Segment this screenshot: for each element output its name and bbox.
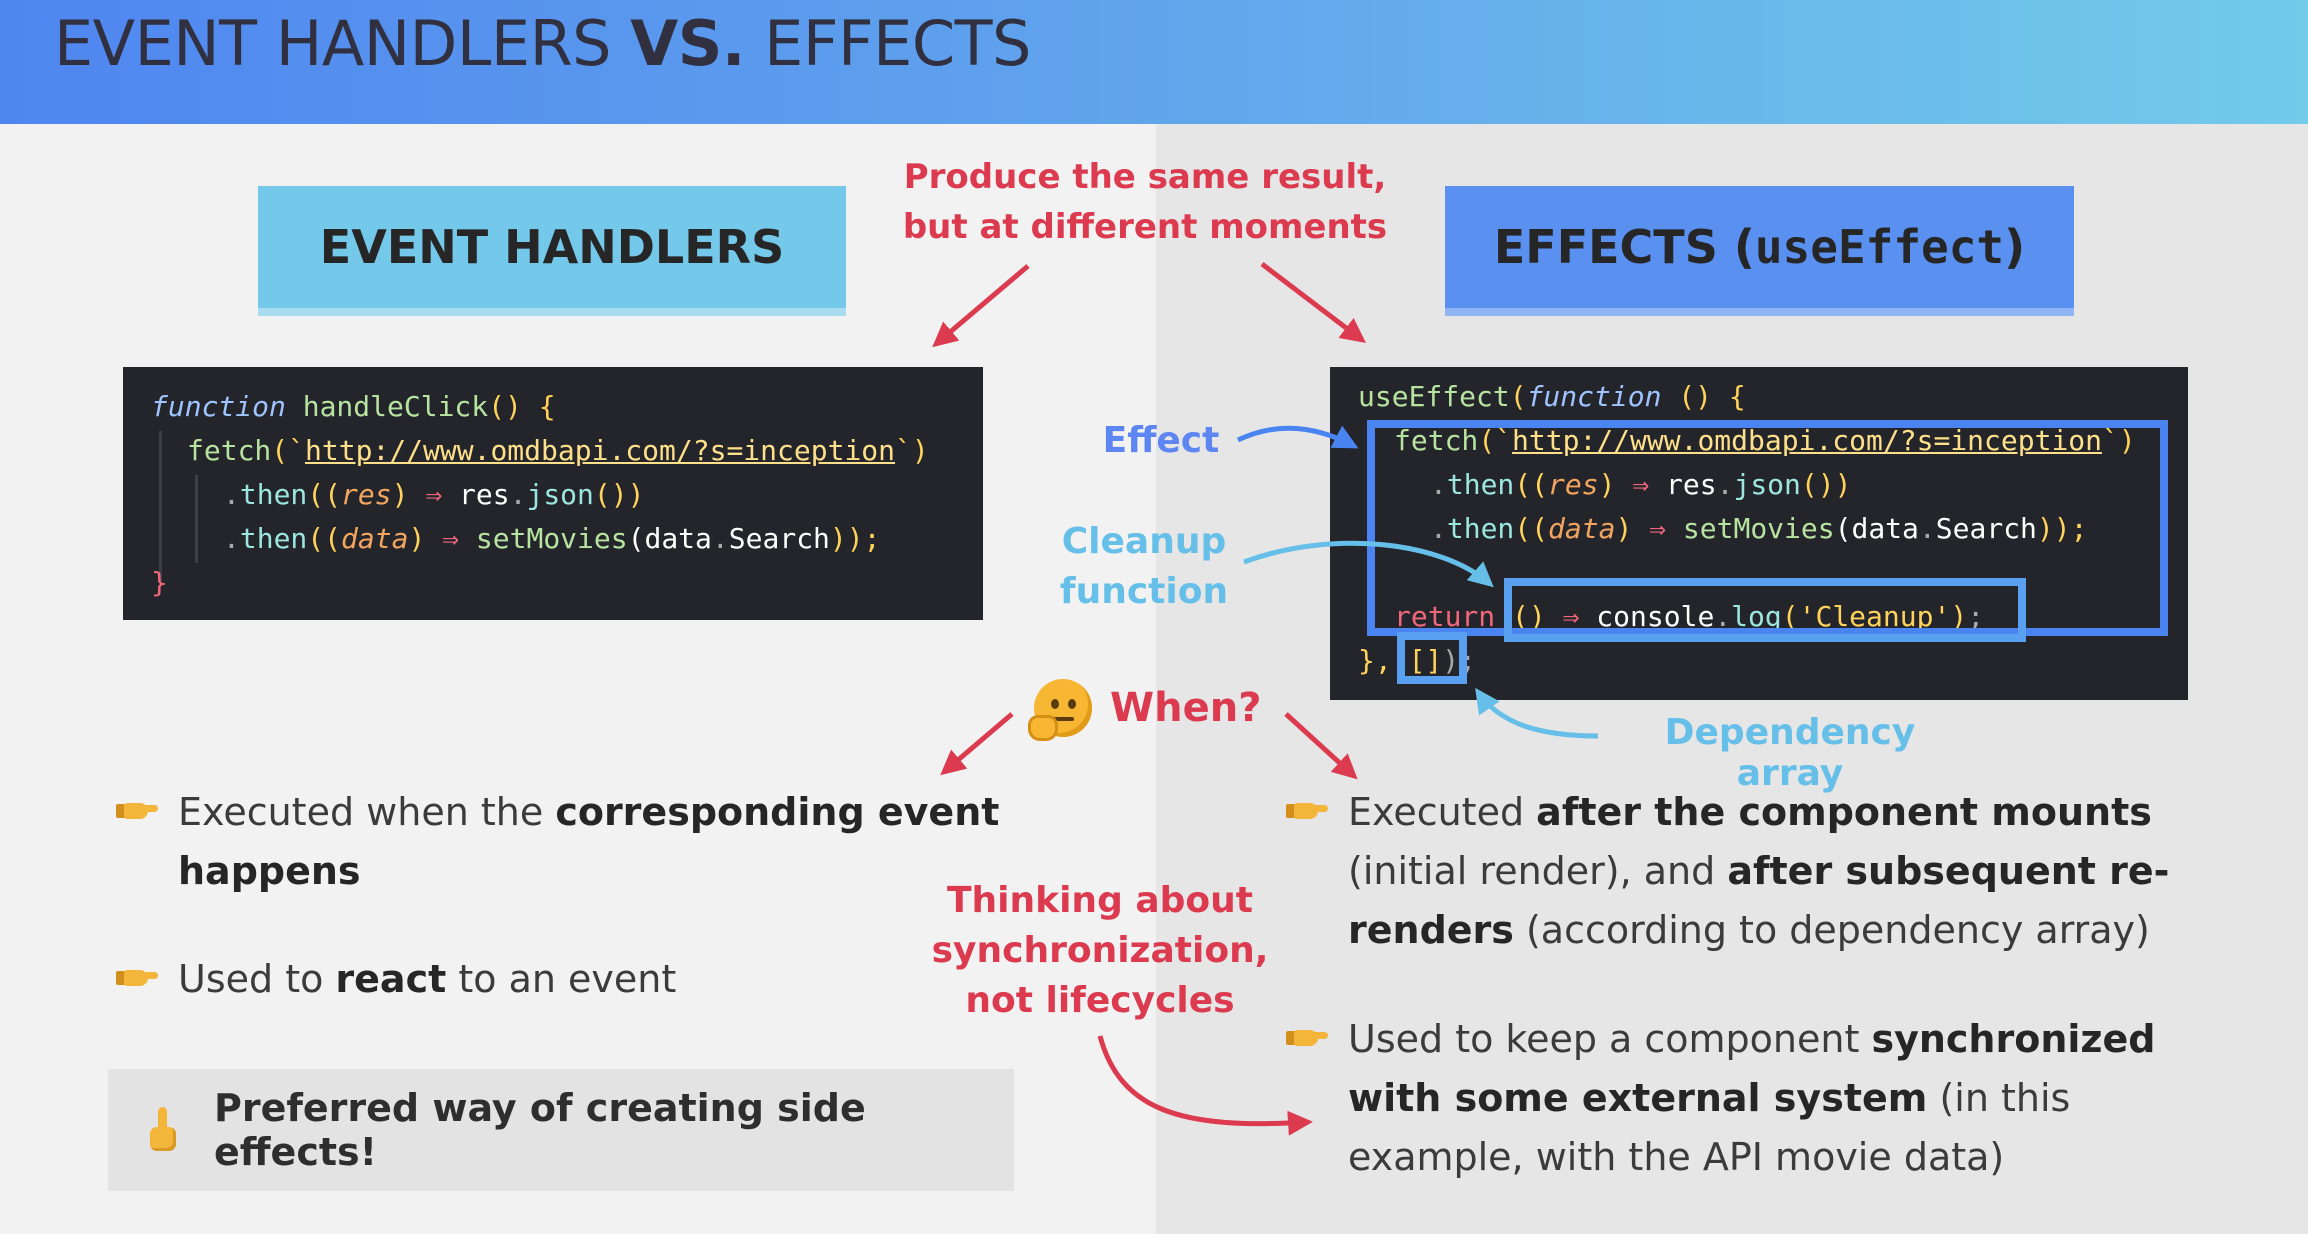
- arrow-to-event-handlers: [932, 264, 1030, 348]
- arrow-when-right: [1284, 712, 1358, 780]
- pointing-hand-icon: [1286, 1026, 1328, 1048]
- code-line: useEffect(function () {: [1358, 380, 1746, 413]
- preferred-callout: Preferred way of creating side effects!: [108, 1069, 1014, 1191]
- effect-highlight-box: [1367, 420, 2168, 636]
- code-line: .then((res) ⇒ res.json()): [223, 478, 645, 511]
- bullet-event-handler-when: Executed when the corresponding event ha…: [178, 790, 1000, 893]
- indent-guide: [195, 475, 198, 563]
- code-line: }: [151, 566, 168, 599]
- code-line: .then((data) ⇒ setMovies(data.Search));: [1430, 512, 2088, 545]
- produce-same-result-note: Produce the same result, but at differen…: [902, 157, 1388, 247]
- index-pointing-up-icon: [148, 1107, 178, 1153]
- arrow-when-left: [940, 712, 1014, 776]
- pointing-hand-icon: [1286, 799, 1328, 821]
- code-line: fetch(`http://www.omdbapi.com/?s=incepti…: [187, 434, 929, 467]
- when-question: When?: [1028, 676, 1261, 741]
- page-title: EVENT HANDLERS VS. EFFECTS: [54, 7, 1031, 80]
- code-line: return () ⇒ console.log('Cleanup');: [1394, 600, 1985, 633]
- preferred-text: Preferred way of creating side effects!: [214, 1086, 866, 1174]
- effect-label: Effect: [1102, 420, 1220, 461]
- arrow-dependency-label: [1475, 687, 1599, 739]
- pointing-hand-icon: [116, 966, 158, 988]
- effects-heading: EFFECTS (useEffect): [1445, 186, 2074, 308]
- header-bar: [0, 0, 2308, 124]
- bullet-effect-when: Executed after the component mounts (ini…: [1348, 790, 2170, 952]
- code-line: fetch(`http://www.omdbapi.com/?s=incepti…: [1394, 424, 2136, 457]
- arrow-to-effects: [1260, 262, 1366, 344]
- bullet-event-handler-purpose: Used to react to an event: [178, 957, 677, 1001]
- dependency-array-label: Dependency array: [1664, 712, 1916, 794]
- code-line: function handleClick() {: [151, 390, 556, 423]
- code-line: .then((data) ⇒ setMovies(data.Search));: [223, 522, 881, 555]
- cleanup-highlight-box: [1504, 578, 2026, 642]
- arrow-sync-to-effects: [1097, 1035, 1313, 1136]
- code-line: .then((res) ⇒ res.json()): [1430, 468, 1852, 501]
- arrow-cleanup-label: [1243, 540, 1494, 588]
- dependency-highlight-box: [1397, 632, 1467, 684]
- bullet-effect-purpose: Used to keep a component synchronized wi…: [1348, 1017, 2156, 1179]
- event-handlers-heading: EVENT HANDLERS: [258, 186, 846, 308]
- pointing-hand-icon: [116, 799, 158, 821]
- thinking-face-icon: [1028, 679, 1092, 741]
- arrow-effect-label: [1236, 425, 1359, 449]
- event-handler-code-block: function handleClick() { fetch(`http://w…: [123, 367, 983, 620]
- synchronization-note: Thinking about synchronization, not life…: [931, 880, 1269, 1021]
- indent-guide: [159, 431, 162, 581]
